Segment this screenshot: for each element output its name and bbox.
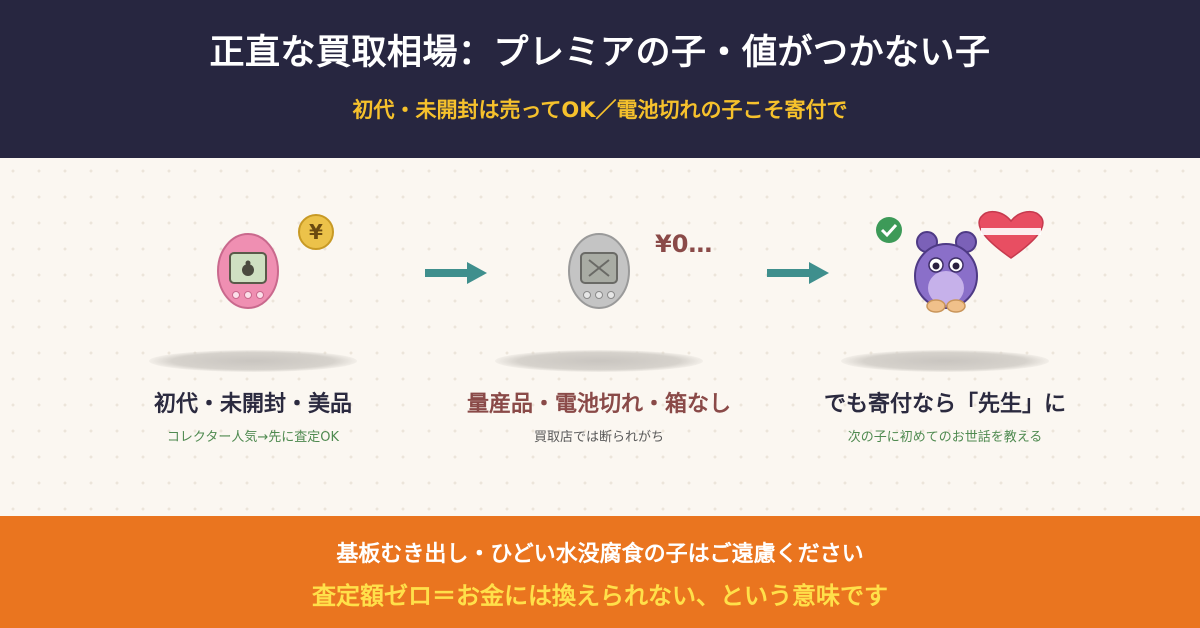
heart-icon [979,214,1043,266]
gray-tamagotchi-icon [568,233,630,309]
page-subtitle: 初代・未開封は売ってOK／電池切れの子こそ寄付で [352,98,848,122]
header-banner: 正直な買取相場：プレミアの子・値がつかない子 初代・未開封は売ってOK／電池切れ… [0,0,1200,158]
footer-banner: 基板むき出し・ひどい水没腐食の子はご遠慮ください 査定額ゼロ＝お金には換えられな… [0,516,1200,628]
ground-shadow [841,350,1049,372]
footer-notice: 基板むき出し・ひどい水没腐食の子はご遠慮ください [336,542,864,567]
purple-creature-icon [876,210,1044,313]
pink-tamagotchi-icon [217,214,334,309]
stage-note: 次の子に初めてのお世話を教える [847,430,1043,445]
stage-note: コレクター人気→先に査定OK [166,430,340,445]
ground-shadow [149,350,357,372]
comparison-panel: ¥ 初代・未開封・美品 コレクター人気→先に査定OK ¥0… 量産品・電池切れ・… [0,158,1200,516]
arrow-right-icon [767,262,829,284]
ground-shadow [495,350,703,372]
check-circle-icon [876,217,902,243]
stage-title: でも寄付なら「先生」に [823,392,1066,417]
arrow-right-icon [425,262,487,284]
stage-title: 量産品・電池切れ・箱なし [466,392,731,417]
yen-badge: ¥ [309,220,323,244]
stage-title: 初代・未開封・美品 [153,392,352,417]
zero-price-tag: ¥0… [655,230,713,258]
stage-note: 買取店では断られがち [533,430,664,445]
page-title: 正直な買取相場：プレミアの子・値がつかない子 [209,33,991,73]
footer-highlight: 査定額ゼロ＝お金には換えられない、という意味です [312,582,888,610]
